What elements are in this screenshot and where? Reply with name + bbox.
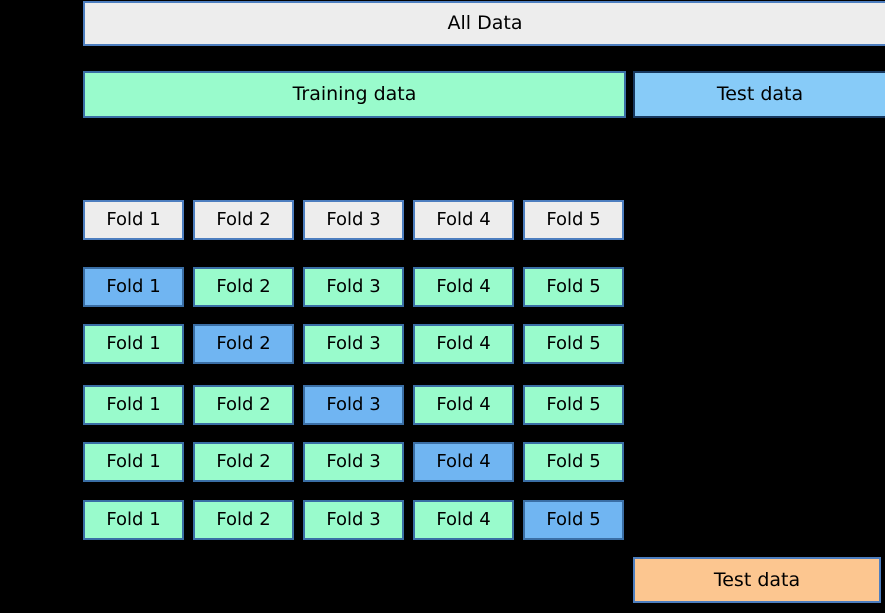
fold-cell: Fold 4 (413, 385, 514, 425)
fold-cell: Fold 2 (193, 500, 294, 540)
fold-header-cell: Fold 4 (413, 200, 514, 240)
final-test-data-bar: Test data (633, 557, 881, 603)
fold-cell: Fold 4 (413, 324, 514, 364)
fold-cell: Fold 2 (193, 385, 294, 425)
fold-cell: Fold 4 (413, 500, 514, 540)
cv-split-row-5: Fold 1 Fold 2 Fold 3 Fold 4 Fold 5 (83, 500, 624, 540)
fold-cell: Fold 4 (413, 442, 514, 482)
fold-cell: Fold 1 (83, 385, 184, 425)
fold-cell: Fold 3 (303, 442, 404, 482)
fold-cell: Fold 5 (523, 500, 624, 540)
cv-split-row-4: Fold 1 Fold 2 Fold 3 Fold 4 Fold 5 (83, 442, 624, 482)
fold-cell: Fold 3 (303, 324, 404, 364)
fold-cell: Fold 4 (413, 267, 514, 307)
fold-cell: Fold 5 (523, 442, 624, 482)
fold-cell: Fold 2 (193, 267, 294, 307)
cv-split-row-2: Fold 1 Fold 2 Fold 3 Fold 4 Fold 5 (83, 324, 624, 364)
fold-cell: Fold 2 (193, 442, 294, 482)
cv-split-row-1: Fold 1 Fold 2 Fold 3 Fold 4 Fold 5 (83, 267, 624, 307)
fold-cell: Fold 1 (83, 442, 184, 482)
fold-cell: Fold 1 (83, 500, 184, 540)
fold-cell: Fold 3 (303, 267, 404, 307)
fold-cell: Fold 5 (523, 324, 624, 364)
fold-cell: Fold 3 (303, 500, 404, 540)
fold-cell: Fold 1 (83, 267, 184, 307)
fold-cell: Fold 2 (193, 324, 294, 364)
fold-header-cell: Fold 3 (303, 200, 404, 240)
fold-header-cell: Fold 5 (523, 200, 624, 240)
fold-cell: Fold 5 (523, 385, 624, 425)
test-data-bar: Test data (633, 71, 885, 118)
fold-header-row: Fold 1 Fold 2 Fold 3 Fold 4 Fold 5 (83, 200, 624, 240)
fold-cell: Fold 5 (523, 267, 624, 307)
fold-cell: Fold 3 (303, 385, 404, 425)
fold-cell: Fold 1 (83, 324, 184, 364)
training-data-bar: Training data (83, 71, 626, 118)
fold-header-cell: Fold 2 (193, 200, 294, 240)
cv-split-row-3: Fold 1 Fold 2 Fold 3 Fold 4 Fold 5 (83, 385, 624, 425)
fold-header-cell: Fold 1 (83, 200, 184, 240)
all-data-bar: All Data (83, 1, 885, 46)
